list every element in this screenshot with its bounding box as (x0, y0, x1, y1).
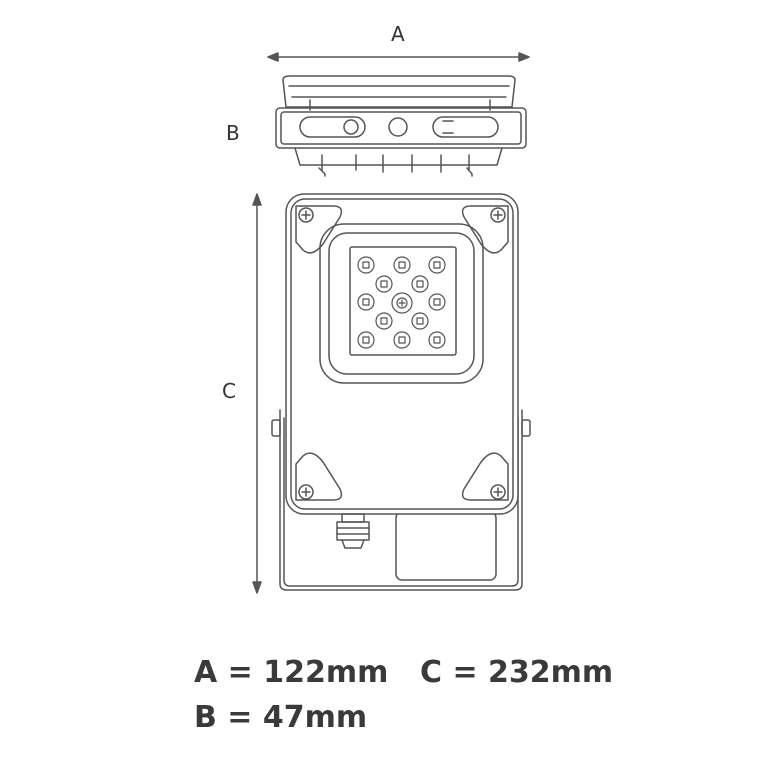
spec-c: C = 232mm (420, 655, 614, 690)
front-view-housing (285, 193, 519, 515)
dimension-c-label: C (222, 379, 236, 403)
dimension-a-arrow (267, 52, 530, 62)
dimension-b-label: B (226, 121, 240, 145)
center-screw (391, 292, 413, 314)
corner-screws (298, 207, 506, 500)
dimension-a-label: A (391, 22, 405, 46)
spec-a: A = 122mm (194, 655, 389, 690)
top-view-luminaire (275, 75, 527, 177)
spec-b: B = 47mm (194, 700, 368, 735)
led-array (357, 256, 446, 349)
cable-gland (336, 513, 370, 549)
dimension-c-arrow (252, 193, 262, 594)
